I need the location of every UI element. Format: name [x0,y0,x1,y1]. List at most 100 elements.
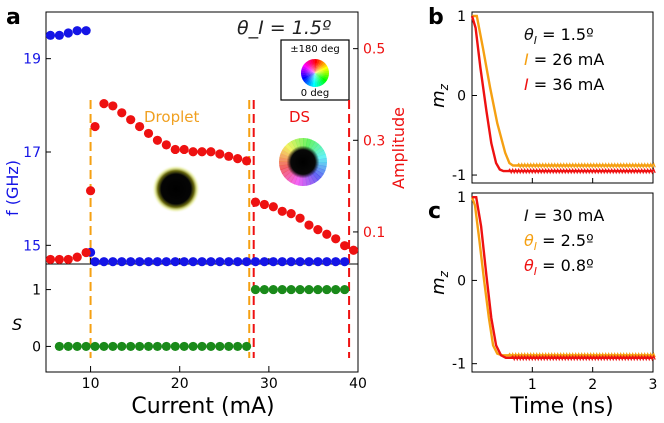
legend-value: = 0.8º [537,256,594,275]
x-tick-label: 10 [82,376,100,392]
legend-entry: I = 36 mA [524,75,604,94]
legend-subscript: I [534,240,537,253]
data-point-green [179,341,189,352]
data-point-green [54,341,64,352]
data-point-red [90,121,100,132]
data-point-blue [72,26,82,36]
right-tick-label: 0.1 [363,225,385,241]
data-point-blue [268,257,278,267]
y-tick-label: 1 [457,9,466,25]
data-point-green [268,284,278,295]
data-point-red [152,135,163,145]
data-point-blue [99,257,109,267]
data-point-blue [152,257,163,267]
panel-c-legend: I = 30 mA θI = 2.5º θI = 0.8º [524,206,604,278]
data-point-green [197,341,207,352]
data-point-red [135,121,145,132]
data-point-blue [286,257,296,267]
data-point-blue [206,257,216,267]
panel-a-right-axis-label: Amplitude [389,107,408,189]
data-point-blue [117,257,127,267]
y-tick-label: -1 [452,357,466,373]
series-ripple-red [510,354,656,362]
data-point-blue [250,257,261,267]
data-point-red [170,144,180,155]
panel-b-series [470,14,656,175]
legend-value: = 2.5º [537,231,594,250]
left-tick-label: 15 [23,238,41,254]
data-point-red [197,147,207,157]
legend-subscript: I [534,265,537,278]
data-point-green [313,284,323,295]
data-point-red [331,234,341,244]
data-point-red [45,254,56,265]
legend-entry: θI = 2.5º [524,231,594,253]
data-point-green [250,284,261,295]
panel-a: a θ_I = 1.5º ±180 deg 0 deg Droplet DS 1… [3,5,408,419]
legend-symbol: θ [524,256,534,275]
panel-a-left-axis-label: f (GHz) [3,160,22,216]
panel-a-theta-annotation: θ_I = 1.5º [237,17,331,39]
data-point-blue [215,257,225,267]
data-point-blue [135,257,145,267]
data-point-green [206,341,216,352]
data-point-red [126,115,136,125]
data-point-red [340,241,350,251]
panel-b-y-axis-label: mz [428,83,451,108]
panel-c-series [470,195,656,362]
data-point-green [241,341,252,352]
panel-a-vertical-lines [89,100,351,358]
legend-value: = 1.5º [537,25,594,44]
legend-value: = 30 mA [529,206,605,225]
data-point-blue [170,257,180,267]
legend-value: = 26 mA [529,50,605,69]
data-point-blue [81,26,91,36]
data-point-green [135,341,145,352]
data-point-blue [331,257,341,267]
data-point-red [250,197,261,207]
data-point-red [224,151,234,161]
data-point-red [143,128,154,139]
data-point-red [72,252,82,262]
data-point-red [286,209,296,219]
x-tick-label: 2 [588,377,597,393]
data-point-blue [188,257,198,267]
data-point-green [295,284,305,295]
data-point-blue [304,257,314,267]
data-point-green [143,341,154,352]
data-point-blue [340,257,350,267]
data-point-blue [259,257,269,267]
data-point-red [322,229,332,239]
x-tick-label: 20 [171,376,189,392]
data-point-green [90,341,100,352]
legend-entry: I = 30 mA [524,206,604,225]
panel-a-lower-axis-label: S [12,315,22,334]
y-tick-label: 1 [457,190,466,206]
data-point-blue [295,257,305,267]
x-tick-label: 1 [528,377,537,393]
x-tick-label: 40 [349,376,367,392]
data-point-blue [63,28,73,38]
data-point-red [295,213,305,223]
data-point-green [170,341,180,352]
panel-b: b mz θI = 1.5ºI = 26 mAI = 36 mA 10-1 [428,5,656,184]
legend-entry: θI = 0.8º [524,256,594,278]
data-point-green [99,341,109,352]
color-wheel-top-label: ±180 deg [290,44,340,55]
droplet-soliton-image [152,165,200,213]
x-tick-label: 30 [260,376,278,392]
data-point-red [188,147,198,157]
data-point-blue [322,257,332,267]
color-wheel-box [280,39,350,101]
data-point-blue [179,257,189,267]
panel-b-legend: θI = 1.5ºI = 26 mAI = 36 mA [524,25,604,94]
panel-a-label: a [6,5,21,30]
color-wheel-bottom-label: 0 deg [301,88,329,99]
data-point-green [322,284,332,295]
data-point-blue [45,30,56,40]
data-point-red [63,254,73,265]
data-point-green [126,341,136,352]
